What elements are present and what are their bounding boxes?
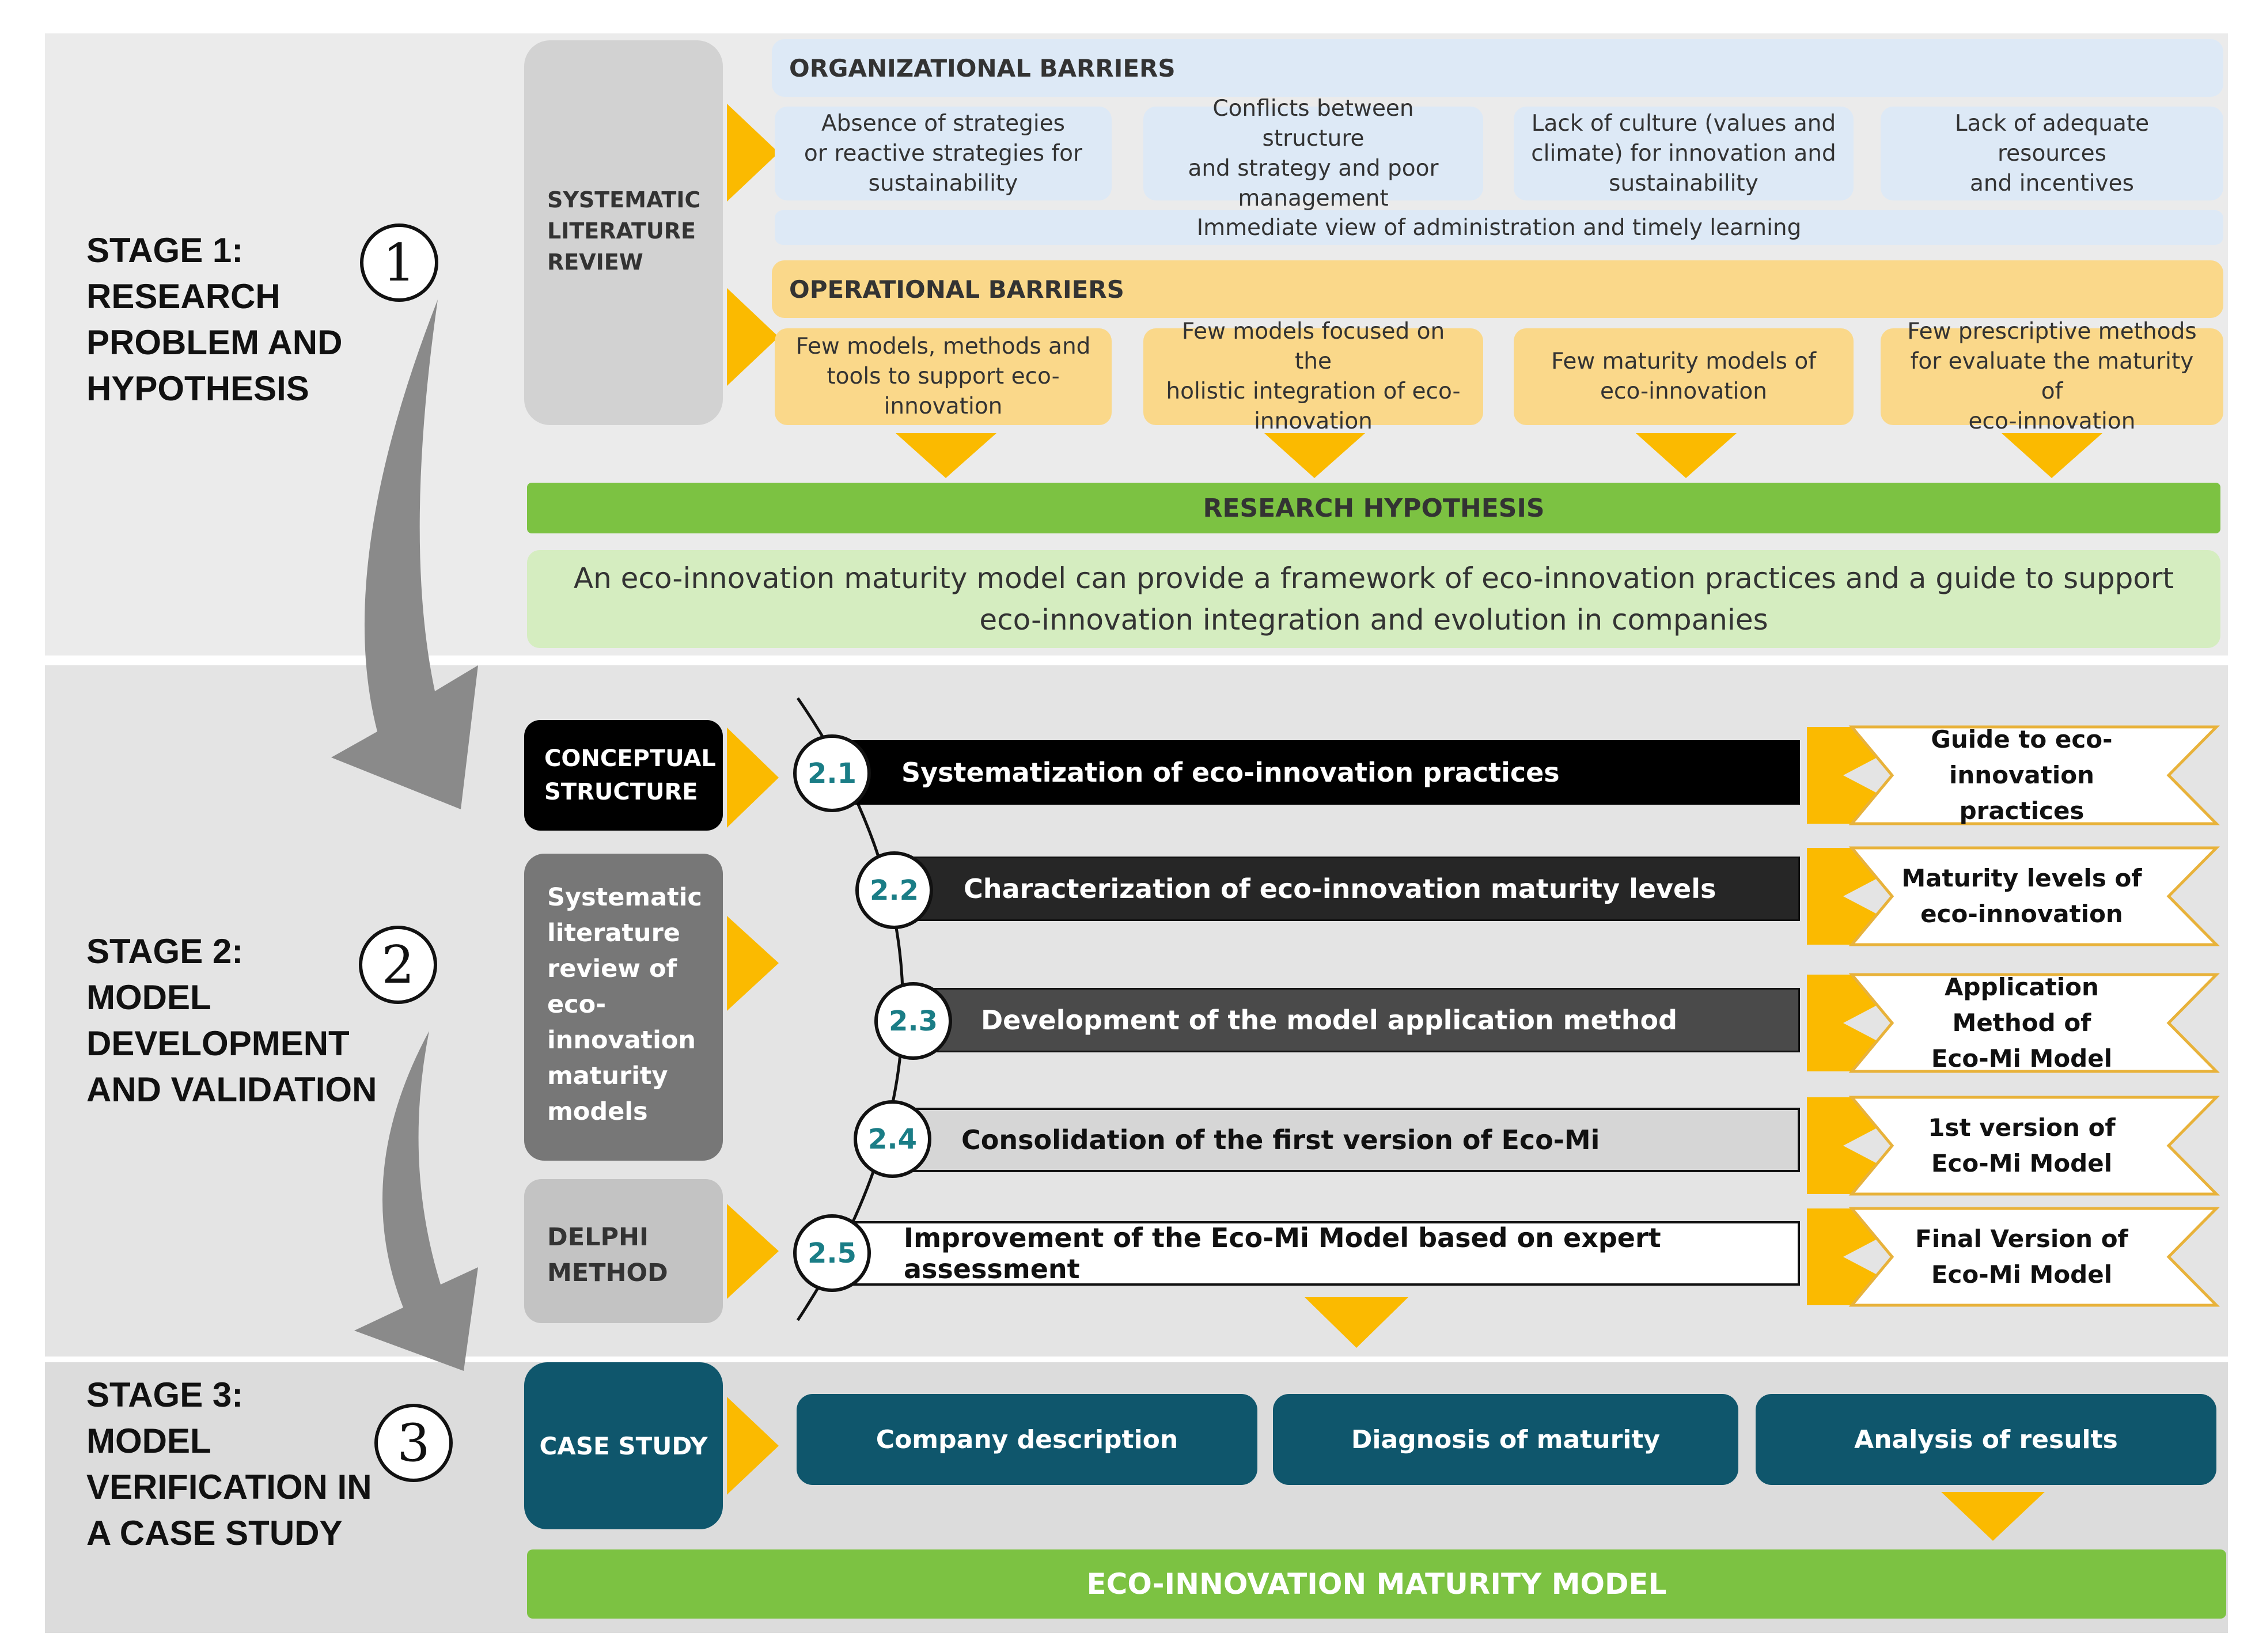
step-2-3-bar: Development of the model application met… xyxy=(910,988,1800,1052)
output-2-4-shape xyxy=(1807,1096,2220,1196)
case-study-box: CASE STUDY xyxy=(524,1362,723,1529)
output-2-3-shape xyxy=(1807,973,2220,1073)
output-2-1-label: Guide to eco-innovation practices xyxy=(1931,725,2113,825)
arrow-icon-review-to-org xyxy=(727,104,779,202)
step-2-2-number: 2.2 xyxy=(855,851,933,929)
step-2-5-bar: Improvement of the Eco-Mi Model based on… xyxy=(832,1221,1800,1286)
stage2-number-badge: 2 xyxy=(359,926,437,1004)
stage3-number-badge: 3 xyxy=(374,1404,453,1482)
stage2-down-arrow xyxy=(1305,1297,1408,1348)
output-2-1-shape xyxy=(1807,725,2220,825)
step-2-3-number: 2.3 xyxy=(874,982,952,1060)
output-2-2-shape xyxy=(1807,846,2220,946)
step-2-1-number: 2.1 xyxy=(793,734,871,812)
organizational-barriers-header: ORGANIZATIONAL BARRIERS xyxy=(772,39,2223,97)
stage3-down-arrow xyxy=(1941,1492,2045,1541)
step-2-1-bar: Systematization of eco-innovation practi… xyxy=(832,740,1800,805)
output-2-5-shape xyxy=(1807,1207,2220,1307)
stage1-number-badge: 1 xyxy=(360,223,438,302)
diagnosis-of-maturity-box: Diagnosis of maturity xyxy=(1273,1394,1738,1485)
org-barrier-wide-item: Immediate view of administration and tim… xyxy=(775,210,2223,245)
arrow-icon-case-study xyxy=(727,1397,779,1495)
step-2-2-bar: Characterization of eco-innovation matur… xyxy=(893,857,1800,921)
analysis-of-results-box: Analysis of results xyxy=(1756,1394,2216,1485)
step-2-5-number: 2.5 xyxy=(793,1214,871,1292)
eco-innovation-maturity-model-bar: ECO-INNOVATION MATURITY MODEL xyxy=(527,1549,2226,1619)
research-hypothesis-label: RESEARCH HYPOTHESIS xyxy=(527,483,2220,533)
step-2-4-bar: Consolidation of the first version of Ec… xyxy=(890,1108,1800,1172)
step-2-4-number: 2.4 xyxy=(854,1100,931,1178)
arrow-icon-review-to-op xyxy=(727,288,779,386)
research-hypothesis-text: An eco-innovation maturity model can pro… xyxy=(527,550,2220,648)
company-description-box: Company description xyxy=(797,1394,1257,1485)
arrow-stage2-to-stage3 xyxy=(354,1031,478,1371)
operational-barriers-header: OPERATIONAL BARRIERS xyxy=(772,260,2223,318)
arrow-stage1-to-stage2 xyxy=(331,300,478,809)
